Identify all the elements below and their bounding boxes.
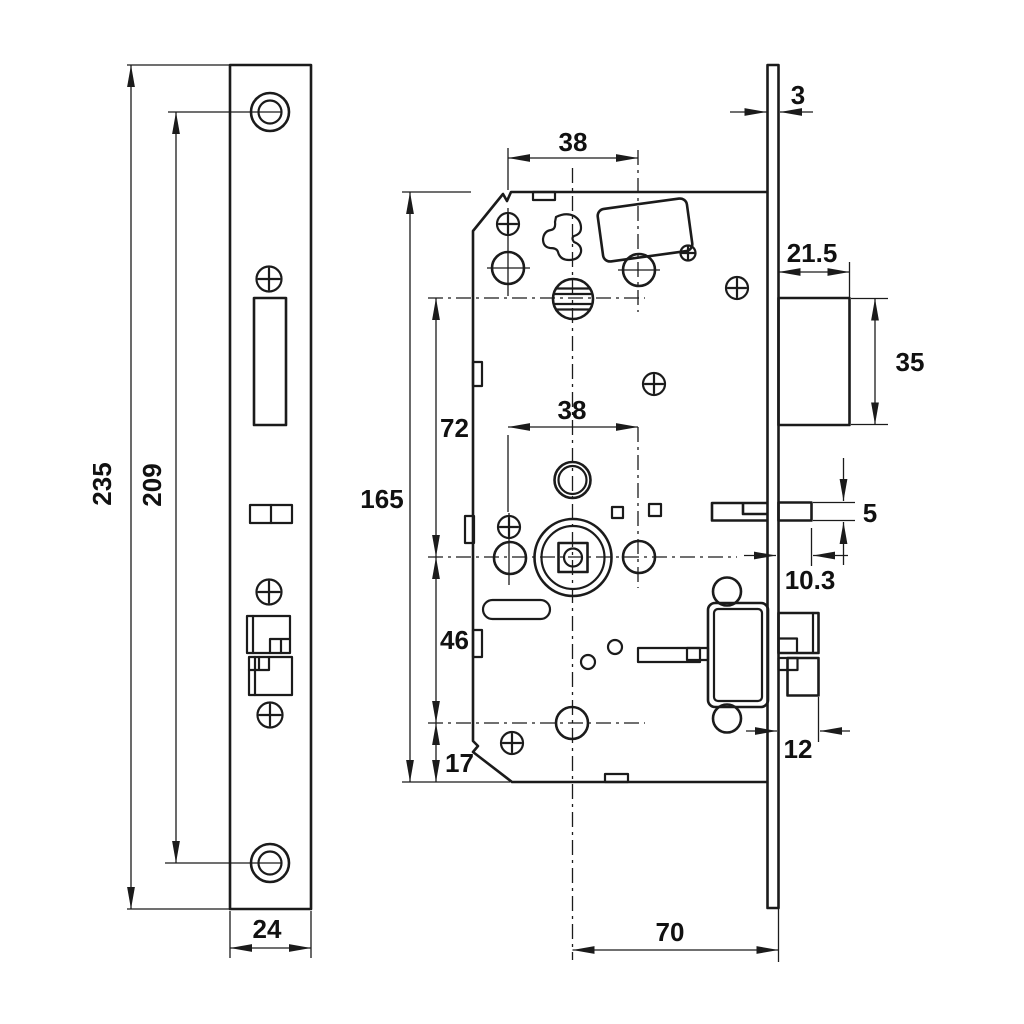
dim-label-latch-case-depth: 21.5 — [787, 238, 838, 268]
faceplate-deadbolt-aperture — [245, 614, 294, 697]
faceplate-front-view — [228, 63, 313, 911]
dim-label-latch-bolt-thickness: 5 — [863, 498, 877, 528]
dim-label-latch-case-height: 35 — [896, 347, 925, 377]
small-square-port — [647, 502, 663, 518]
dim-label-top-hole-spacing: 38 — [559, 127, 588, 157]
stop-bar — [636, 646, 702, 664]
dim-label-spindle-to-cylinder: 46 — [440, 625, 469, 655]
screw-icon — [641, 371, 667, 397]
handle-fixing-hole — [492, 540, 528, 576]
screw-icon — [499, 730, 525, 756]
slot-pill — [481, 598, 552, 621]
screw-icon — [724, 275, 750, 301]
case-bottom-tab — [603, 772, 630, 784]
dim-label-latch-projection: 10.3 — [785, 565, 836, 595]
extension-lines — [813, 501, 855, 522]
dim-label-screw-hole-spacing: 209 — [137, 463, 167, 506]
latch-case-box — [777, 296, 851, 427]
dim-label-case-height: 165 — [360, 484, 403, 514]
screw-icon — [255, 265, 283, 293]
faceplate-outline — [228, 63, 313, 911]
dim-label-top-to-spindle: 72 — [440, 413, 469, 443]
edge-side-view — [685, 63, 851, 910]
pin-hole — [606, 638, 624, 656]
case-edge-tab — [471, 628, 484, 659]
faceplate-edge — [766, 63, 780, 910]
extension-lines — [127, 64, 230, 910]
deadbolt-side — [685, 576, 820, 734]
dim-label-backset: 70 — [656, 917, 685, 947]
dim-label-faceplate-height: 235 — [87, 462, 117, 505]
lock-case-front-view — [463, 190, 769, 784]
case-top-tab — [531, 190, 557, 202]
pin-hole — [579, 653, 597, 671]
latch-bolt-side — [710, 501, 813, 522]
screw-icon — [255, 578, 283, 606]
lock-case-outline — [471, 190, 769, 784]
dimension-labels: 235 209 24 38 38 165 72 46 17 70 3 21.5 … — [87, 80, 924, 947]
faceplate-aux-aperture — [248, 503, 294, 525]
tilted-plate-shape — [596, 197, 697, 263]
extension-lines — [402, 191, 510, 783]
dim-label-faceplate-width: 24 — [253, 914, 282, 944]
dim-label-center-hole-spacing: 38 — [558, 395, 587, 425]
case-edge-tab — [463, 514, 476, 545]
dim-label-plate-thickness: 3 — [791, 80, 805, 110]
screw-icon — [679, 244, 697, 262]
case-edge-tab — [471, 360, 484, 388]
dim-label-deadbolt-throw: 12 — [784, 734, 813, 764]
cam-blob-shape — [541, 213, 583, 262]
crosshair — [487, 208, 530, 296]
screw-icon — [256, 701, 284, 729]
dimension-lines — [127, 64, 888, 962]
small-square-port — [610, 505, 625, 520]
dim-label-cylinder-to-bottom: 17 — [445, 748, 474, 778]
faceplate-latch-aperture — [252, 296, 288, 427]
centerlines — [165, 111, 737, 960]
extension-lines — [851, 297, 888, 426]
